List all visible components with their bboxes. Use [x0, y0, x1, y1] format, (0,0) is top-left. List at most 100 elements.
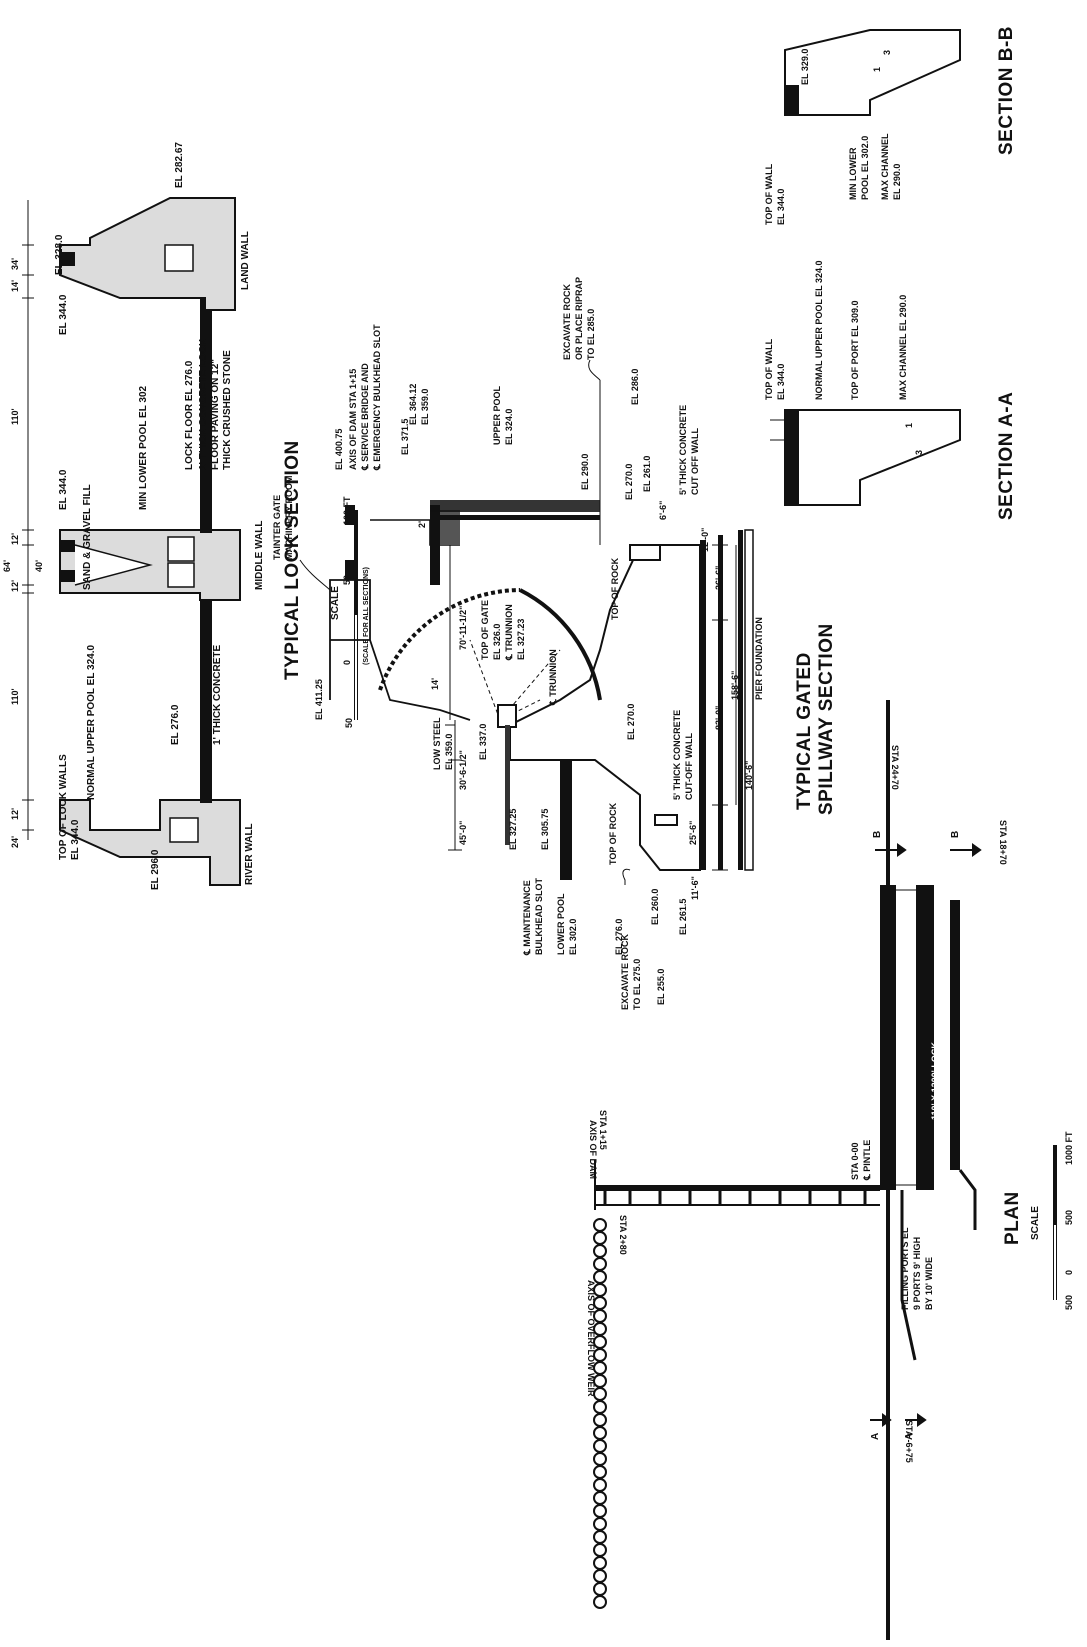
spillway-section: TAINTER GATE MACHINERY ROOM EL 411.25 EL…	[272, 277, 837, 1010]
bb-max-channel-2: EL 290.0	[892, 164, 902, 200]
low-steel-2: EL 359.0	[444, 734, 454, 770]
plan-scale-0: 0	[1064, 1270, 1074, 1275]
maint-1: ℄ MAINTENANCE	[522, 880, 532, 956]
el-371: EL 371.5	[400, 419, 410, 455]
scale-0: 0	[342, 660, 352, 665]
cutoff-dn-2: CUT-OFF WALL	[684, 733, 694, 800]
plan-lock-2: 110' X 1200' LOCK	[930, 1042, 940, 1120]
dim-140: 140'-6"	[744, 761, 754, 790]
dim-158: 158'-6"	[730, 671, 740, 700]
plan-sta-neg: STA -6+75	[904, 1420, 914, 1463]
cutoff-up-2: CUT OFF WALL	[690, 428, 700, 495]
dim-83: 83'-0"	[714, 706, 724, 730]
plan-scale-500-neg: 500	[1064, 1295, 1074, 1310]
el-270b: EL 270.0	[626, 704, 636, 740]
plan-title: PLAN	[1002, 1191, 1023, 1245]
bb-max-channel-1: MAX CHANNEL	[880, 133, 890, 200]
bb-min-lower-1: MIN LOWER	[848, 147, 858, 200]
plan-lock-1: 110' X 1200' LOCK	[897, 1042, 907, 1120]
dim-11: 11'-6"	[690, 876, 700, 900]
el-290: EL 290.0	[580, 454, 590, 490]
plan-a-left: A	[870, 1433, 881, 1440]
plan-ports-3: BY 10' WIDE	[924, 1257, 934, 1310]
lock-section-title: TYPICAL LOCK SECTION	[282, 440, 303, 680]
cutoff-up-1: 5' THICK CONCRETE	[678, 405, 688, 495]
plan-a-right: A	[904, 1433, 915, 1440]
dim-26: 26'-6"	[714, 566, 724, 590]
el-327-23: EL 327.23	[516, 619, 526, 660]
excavate-up-3: TO EL 285.0	[586, 309, 596, 360]
section-b-b-wall	[784, 29, 961, 116]
el-276: EL 276.0	[614, 919, 624, 955]
aa-max-channel: MAX CHANNEL EL 290.0	[898, 295, 908, 400]
dim-12-mid-a: 12'	[10, 580, 20, 592]
dim-12-mid-b: 12'	[10, 533, 20, 545]
plan-sta-2470: STA 24+70	[890, 745, 900, 790]
dim-14: 14'	[430, 678, 440, 690]
bb-top-wall: TOP OF WALL	[764, 163, 774, 225]
aa-top-wall: TOP OF WALL	[764, 338, 774, 400]
section-a-a-title: SECTION A-A	[996, 392, 1017, 520]
lower-pool-1: LOWER POOL	[556, 893, 566, 955]
normal-upper-pool: NORMAL UPPER POOL EL 324.0	[86, 645, 97, 800]
el-411: EL 411.25	[314, 679, 324, 720]
plan-pintle: ℄ PINTLE	[862, 1140, 872, 1181]
min-lower-pool: MIN LOWER POOL EL 302	[138, 385, 149, 510]
typical-lock-section: 24' 12' 110' 12' 64' 40' 12' 110' 14' 34…	[2, 142, 303, 890]
plan-view: AXIS OF OVERFLOW WEIR STA 2+80 AXIS OF D…	[586, 700, 1074, 1640]
excavate-dn-1: EXCAVATE ROCK	[620, 933, 630, 1010]
pier-foundation: PIER FOUNDATION	[754, 617, 764, 700]
plan-b-top-2: B	[950, 831, 961, 838]
scale-label: SCALE	[330, 586, 341, 620]
spillway-title-1: TYPICAL GATED	[794, 652, 815, 810]
trunnion-1: ℄ TRUNNION	[504, 604, 514, 661]
spillway-title-2: SPILLWAY SECTION	[816, 623, 837, 815]
el-296: EL 296.0	[150, 849, 161, 890]
plan-ports-2: 9 PORTS 9' HIGH	[912, 1237, 922, 1310]
land-wall-culvert	[164, 244, 194, 272]
machinery-1: TAINTER GATE	[272, 495, 282, 560]
emergency-slot: ℄ EMERGENCY BULKHEAD SLOT	[372, 324, 382, 471]
el-255: EL 255.0	[656, 969, 666, 1005]
land-wall	[59, 197, 236, 311]
cutoff-dn-1: 5' THICK CONCRETE	[672, 710, 682, 800]
cutoff-wall-dn	[654, 814, 678, 826]
overflow-weir	[593, 1218, 607, 1609]
el-364: EL 364.12	[408, 384, 418, 425]
el-359a: EL 359.0	[420, 389, 430, 425]
dim-70: 70'-11-1/2"	[458, 606, 468, 650]
el-328: EL 328.0	[54, 234, 65, 275]
land-wall-label: LAND WALL	[240, 231, 251, 290]
el-344-c: EL 344.0	[58, 294, 69, 335]
aa-top-port: TOP OF PORT EL 309.0	[850, 300, 860, 400]
scale-50-neg: 50	[344, 718, 354, 728]
middle-wall-culvert-a	[167, 536, 195, 562]
maint-el: EL 305.75	[540, 809, 550, 850]
top-rock-a: TOP OF ROCK	[610, 557, 620, 620]
el-261: EL 261.0	[642, 456, 652, 492]
excavate-dn-2: TO EL 275.0	[632, 959, 642, 1010]
dim-64: 64'	[2, 560, 12, 572]
excavate-up-2: OR PLACE RIPRAP	[574, 277, 584, 360]
plan-scale-1000: 1000 FT	[1064, 1131, 1074, 1165]
dim-12-river: 12'	[10, 808, 20, 820]
machinery-2: MACHINERY ROOM	[284, 475, 294, 560]
dim-34: 34'	[10, 258, 20, 270]
plan-sta-000: STA 0-00	[850, 1142, 860, 1180]
lock-chamber-1	[880, 885, 896, 1190]
section-b-b-title: SECTION B-B	[996, 26, 1017, 155]
low-steel-1: LOW STEEL	[432, 717, 442, 770]
dim-2: 2'	[417, 521, 427, 528]
dim-110-lower: 110'	[10, 688, 20, 705]
aa-upper-pool: NORMAL UPPER POOL EL 324.0	[814, 260, 824, 400]
plan-ports-1: FILLING PORTS EL	[900, 1227, 910, 1310]
section-a-a-wall	[784, 409, 961, 506]
dim-12: 12'-0"	[700, 528, 710, 552]
service-bridge: ℄ SERVICE BRIDGE AND	[360, 363, 370, 471]
el-260: EL 260.0	[650, 889, 660, 925]
river-wall-label: RIVER WALL	[244, 823, 255, 885]
bb-ratio-3: 3	[882, 50, 892, 55]
top-rock-b: TOP OF ROCK	[608, 802, 618, 865]
dim-25: 25'-6"	[688, 821, 698, 845]
bb-el-329: EL 329.0	[800, 49, 810, 85]
